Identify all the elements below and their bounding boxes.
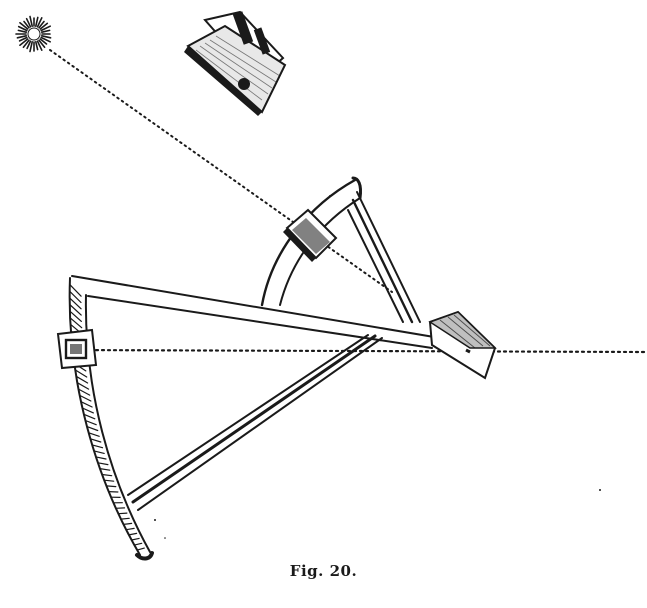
sun-ray: [39, 22, 49, 30]
sun-ray: [23, 20, 30, 29]
sun-ray: [29, 41, 34, 53]
sun-ray: [26, 40, 32, 50]
upper-arm: [71, 275, 441, 339]
arc-graduation-tick: [80, 401, 93, 408]
arc-graduation-tick: [136, 547, 145, 551]
arc-graduation-tick: [120, 517, 130, 520]
sun-ray: [36, 16, 43, 28]
arc-graduation-tick: [74, 369, 88, 378]
horizon-sight-line: [58, 348, 647, 354]
arc-graduation-tick: [69, 290, 82, 304]
sun-ray: [29, 15, 34, 27]
arc-graduation-tick: [125, 527, 135, 531]
arc-graduation-tick: [99, 468, 111, 471]
sun-ray: [34, 16, 39, 27]
sun-ray: [34, 41, 39, 51]
sun-ray: [41, 29, 51, 34]
arc-graduation-tick: [76, 382, 90, 390]
arc-graduation-tick: [101, 473, 113, 477]
small-arc-radius: [356, 191, 421, 323]
sun-ray: [38, 39, 46, 49]
sun-ray: [16, 34, 27, 39]
arc-graduation-tick: [89, 438, 102, 443]
sun-light-ray: [49, 49, 393, 293]
sun-ray: [17, 25, 28, 32]
sight-vane-icon: [184, 10, 287, 116]
arc-graduation-tick: [86, 426, 99, 432]
sun-ray: [40, 25, 52, 32]
print-specks: [154, 195, 601, 539]
arc-graduation-tick: [128, 532, 138, 536]
arc-graduation-tick: [81, 407, 95, 414]
arc-graduation-tick: [95, 456, 107, 460]
arc-graduation-tick: [69, 317, 83, 329]
sun-ray: [19, 22, 29, 30]
arc-graduation-tick: [69, 284, 82, 297]
sun-icon: [15, 15, 52, 53]
sun-ray: [25, 17, 32, 28]
arc-graduation-tick: [69, 303, 82, 316]
sun-ray: [41, 34, 52, 39]
sun-ray: [19, 38, 29, 46]
sun-ray: [36, 40, 43, 52]
sun-ray: [38, 20, 45, 29]
sun-ray: [17, 29, 27, 34]
arc-graduation-tick: [105, 485, 117, 488]
small-arc-sight-vane: [283, 208, 338, 262]
arc-graduation-tick: [117, 512, 128, 515]
arc-graduation-tick: [91, 444, 104, 449]
sun-ray: [22, 39, 30, 49]
arc-graduation-tick: [69, 310, 83, 322]
sun-ray: [18, 36, 28, 42]
arc-graduation-tick: [84, 419, 97, 426]
quadrant-frame: [68, 176, 441, 561]
arc-graduation-tick: [77, 388, 91, 396]
arc-graduation-tick: [75, 375, 89, 384]
arc-graduation-tick: [122, 522, 133, 526]
arc-graduation-tick: [88, 432, 100, 437]
sun-ray: [39, 38, 48, 45]
arc-graduation-tick: [68, 297, 82, 310]
figure-caption: Fig. 20.: [289, 562, 358, 580]
arc-sight-vane: [56, 328, 98, 370]
arc-graduation-tick: [103, 479, 115, 482]
arc-graduation-tick: [83, 413, 96, 420]
diagonal-brace: [127, 334, 369, 496]
sun-ray: [40, 36, 52, 43]
arc-graduation-tick: [93, 450, 105, 454]
eyepiece-block: [428, 310, 497, 380]
arc-graduation-tick: [133, 542, 143, 546]
arc-graduation-tick: [79, 394, 92, 402]
arc-graduation-tick: [97, 462, 109, 466]
arc-graduation-tick: [131, 537, 140, 541]
